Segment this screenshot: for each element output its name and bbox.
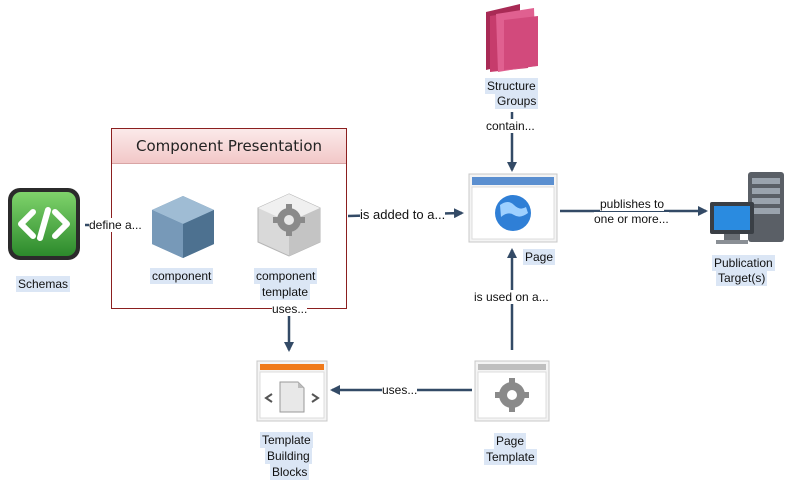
edge-label-is-used-on: is used on a...: [474, 290, 549, 304]
structure-groups-label-line2: Groups: [495, 93, 539, 109]
schemas-label: Schemas: [16, 276, 71, 292]
code-brackets-icon[interactable]: [6, 186, 82, 262]
page-template-label-line2: Template: [484, 449, 537, 465]
tbb-label-line1: Template: [260, 432, 313, 448]
publication-target-label-line1: Publication: [712, 255, 775, 271]
component-template-label-line2: template: [260, 284, 311, 300]
edge-label-contain: contain...: [486, 119, 535, 133]
gear-cube-icon[interactable]: [254, 190, 324, 260]
tbb-label-line2: Building: [265, 448, 312, 464]
tbb-label-line3: Blocks: [270, 464, 310, 480]
code-document-icon[interactable]: [256, 360, 328, 422]
gear-page-icon[interactable]: [474, 360, 550, 422]
edge-label-uses-pt: uses...: [382, 383, 418, 397]
publication-target-label-line2: Target(s): [716, 270, 768, 286]
page-template-label-line1: Page: [494, 433, 527, 449]
structure-groups-label-line1: Structure: [485, 78, 538, 94]
edge-label-publishes-line1: publishes to: [600, 197, 665, 211]
server-monitor-icon[interactable]: [708, 168, 788, 248]
component-presentation-title: Component Presentation: [112, 129, 346, 164]
edge-label-publishes-line2: one or more...: [594, 212, 669, 226]
edge-label-uses-ct: uses...: [272, 302, 308, 316]
edge-label-define: define a...: [89, 218, 142, 232]
component-label: component: [150, 268, 214, 284]
folder-icon[interactable]: [480, 2, 542, 74]
globe-page-icon[interactable]: [468, 173, 558, 243]
page-label: Page: [523, 249, 556, 265]
component-template-label-line1: component: [254, 268, 318, 284]
cube-icon[interactable]: [148, 192, 218, 262]
edge-label-is-added-to: is added to a...: [360, 207, 446, 222]
